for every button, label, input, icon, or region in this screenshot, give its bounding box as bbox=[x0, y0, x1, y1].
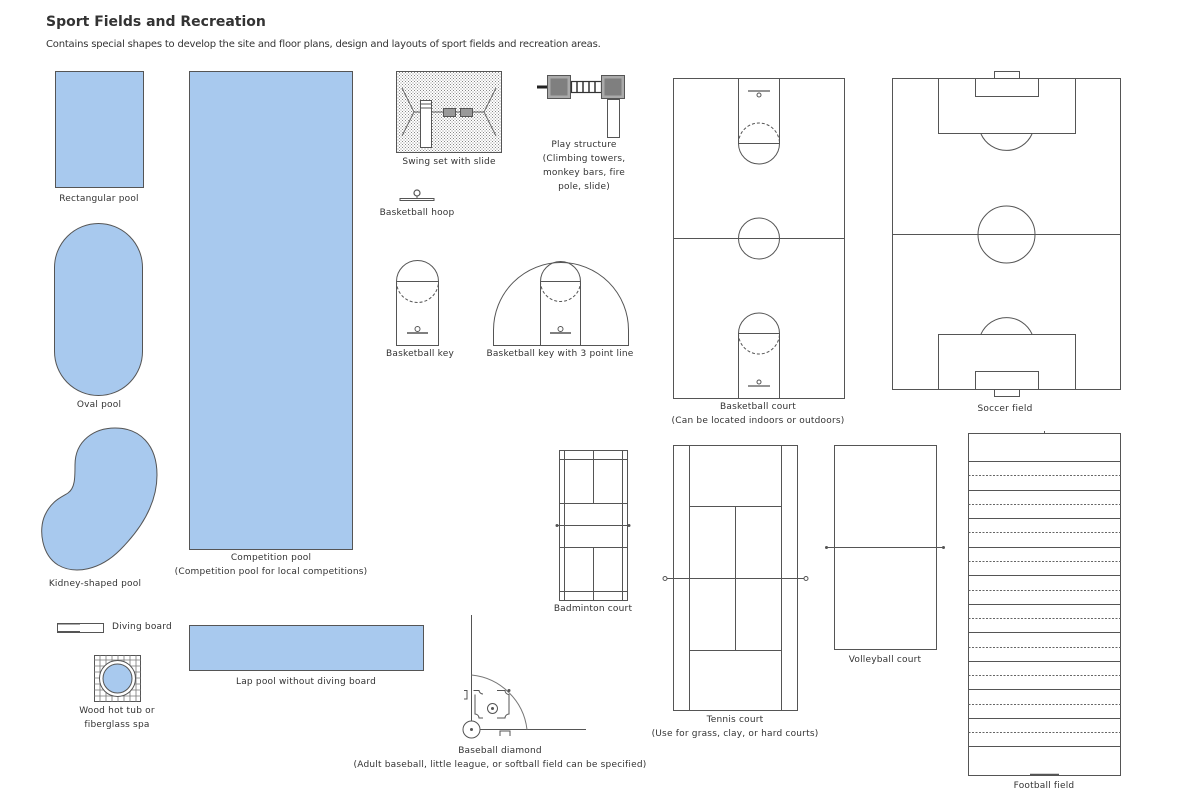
page-title: Sport Fields and Recreation bbox=[46, 14, 266, 30]
basketball-key-label: Basketball key bbox=[386, 349, 454, 359]
football-field-shape[interactable] bbox=[968, 431, 1121, 776]
lap-pool-shape[interactable] bbox=[189, 625, 424, 671]
page-subtitle: Contains special shapes to develop the s… bbox=[46, 39, 601, 50]
diving-board-shape[interactable] bbox=[57, 623, 104, 633]
competition-pool-label: Competition pool bbox=[230, 553, 312, 563]
kidney-pool-shape[interactable] bbox=[41, 427, 158, 571]
kidney-pool-label: Kidney-shaped pool bbox=[48, 579, 142, 589]
baseball-diamond-label: Baseball diamond bbox=[458, 746, 542, 756]
play-structure-label-line1: Play structure bbox=[551, 140, 617, 150]
play-structure-label-line4: pole, slide) bbox=[558, 182, 610, 192]
volleyball-court-shape[interactable] bbox=[825, 445, 945, 650]
play-structure-shape[interactable] bbox=[537, 75, 625, 138]
competition-pool-shape[interactable] bbox=[189, 71, 353, 550]
oval-pool-shape[interactable] bbox=[54, 223, 143, 396]
tennis-court-note: (Use for grass, clay, or hard courts) bbox=[651, 729, 819, 739]
basketball-key-shape[interactable] bbox=[396, 260, 439, 346]
basketball-court-note: (Can be located indoors or outdoors) bbox=[671, 416, 845, 426]
play-structure-label-line2: (Climbing towers, bbox=[542, 154, 626, 164]
swing-set-label: Swing set with slide bbox=[402, 157, 496, 167]
baseball-diamond-shape[interactable] bbox=[462, 615, 586, 739]
play-structure-label-line3: monkey bars, fire bbox=[542, 168, 626, 178]
basketball-key-3pt-label: Basketball key with 3 point line bbox=[486, 349, 634, 359]
basketball-hoop-shape[interactable] bbox=[399, 189, 435, 201]
basketball-key-3pt-shape[interactable] bbox=[493, 261, 629, 346]
hot-tub-label-line1: Wood hot tub or bbox=[79, 706, 155, 716]
basketball-court-shape[interactable] bbox=[673, 78, 845, 399]
badminton-court-label: Badminton court bbox=[553, 604, 633, 614]
basketball-court-label: Basketball court bbox=[719, 402, 796, 412]
soccer-field-shape[interactable] bbox=[892, 71, 1121, 397]
rectangular-pool-shape[interactable] bbox=[55, 71, 144, 188]
tennis-court-label: Tennis court bbox=[706, 715, 764, 725]
basketball-hoop-label: Basketball hoop bbox=[379, 208, 455, 218]
tennis-court-shape[interactable] bbox=[662, 445, 809, 711]
swing-set-shape[interactable] bbox=[396, 71, 502, 153]
competition-pool-note: (Competition pool for local competitions… bbox=[174, 567, 368, 577]
volleyball-court-label: Volleyball court bbox=[848, 655, 922, 665]
diving-board-label: Diving board bbox=[112, 622, 172, 632]
lap-pool-label: Lap pool without diving board bbox=[236, 677, 376, 687]
rectangular-pool-label: Rectangular pool bbox=[59, 194, 139, 204]
football-field-label: Football field bbox=[1013, 781, 1075, 791]
baseball-diamond-note: (Adult baseball, little league, or softb… bbox=[353, 760, 647, 770]
badminton-court-shape[interactable] bbox=[555, 450, 631, 601]
hot-tub-shape[interactable] bbox=[94, 655, 141, 702]
oval-pool-label: Oval pool bbox=[76, 400, 122, 410]
hot-tub-label-line2: fiberglass spa bbox=[84, 720, 150, 730]
soccer-field-label: Soccer field bbox=[977, 404, 1033, 414]
